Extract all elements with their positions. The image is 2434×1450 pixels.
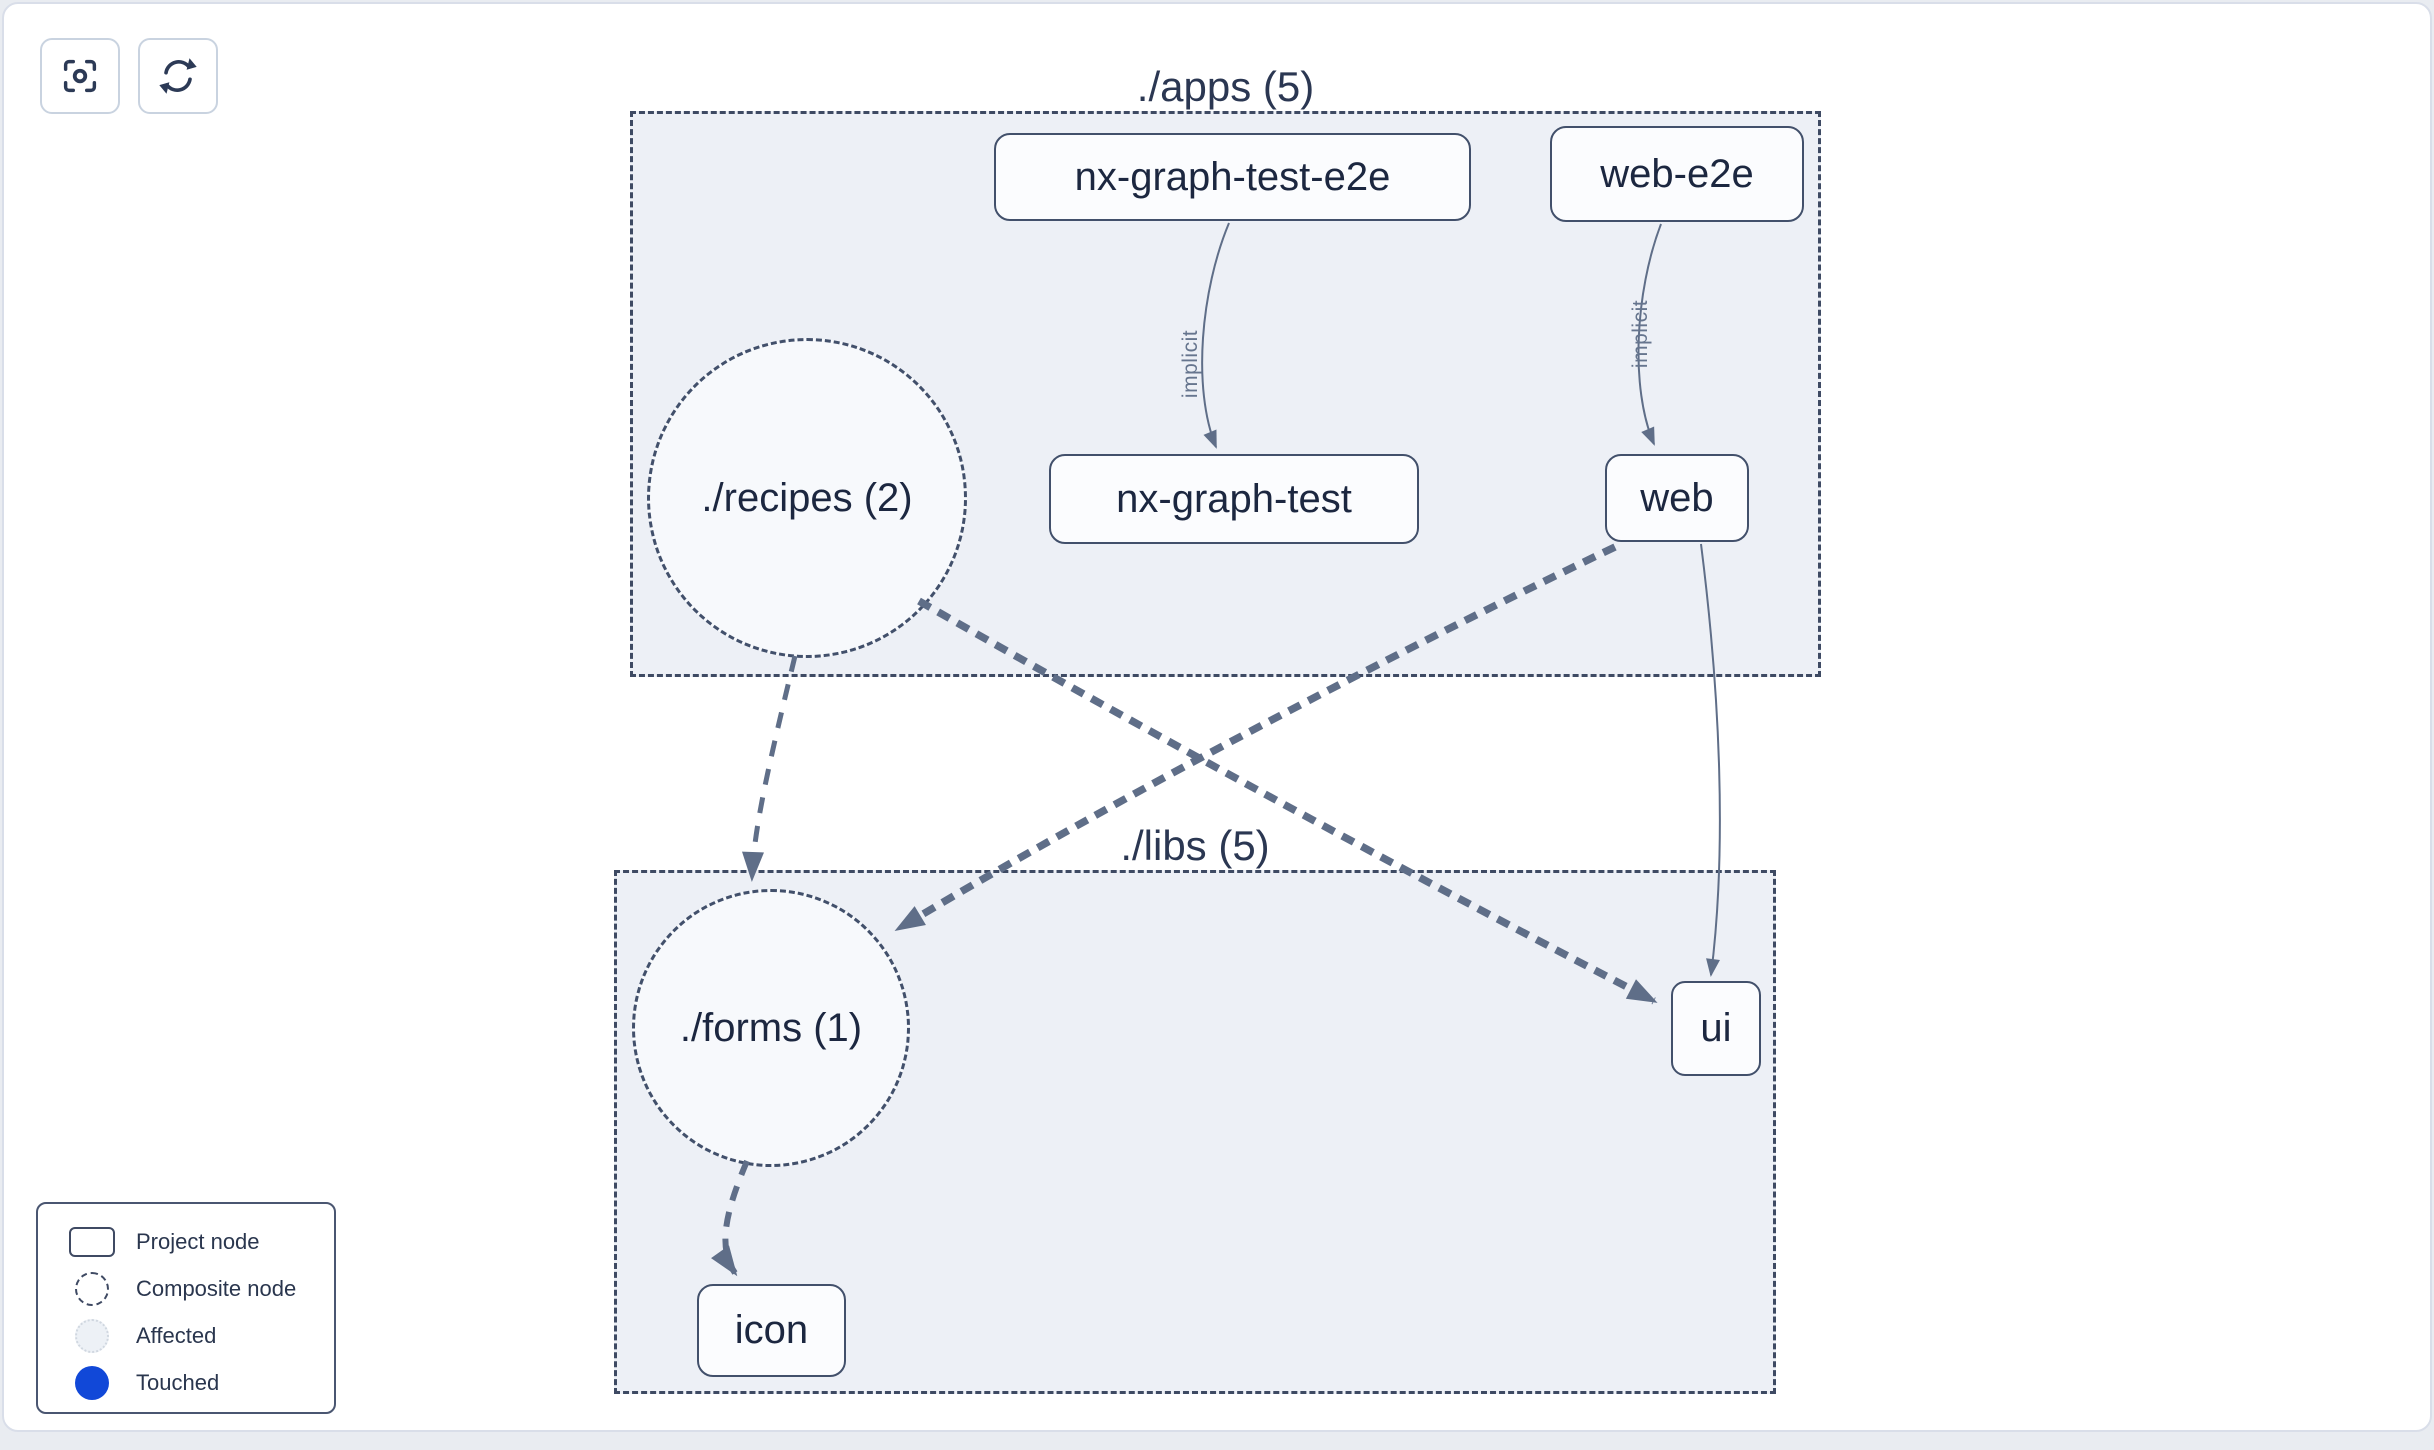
- node-web-e2e[interactable]: web-e2e: [1550, 126, 1804, 222]
- node-recipes[interactable]: ./recipes (2): [647, 338, 967, 658]
- legend-item-touched: Touched: [38, 1359, 334, 1406]
- edge-label-implicit-2: implicit: [1629, 299, 1652, 369]
- legend-item-label: Touched: [136, 1369, 220, 1395]
- legend-item-label: Composite node: [136, 1275, 297, 1301]
- node-ui[interactable]: ui: [1671, 981, 1761, 1076]
- node-nx-graph-test-e2e-label: nx-graph-test-e2e: [1074, 154, 1391, 199]
- edge-recipes-to-forms[interactable]: [742, 655, 798, 882]
- edge-web-to-forms[interactable]: [894, 543, 1617, 933]
- node-icon[interactable]: icon: [697, 1284, 846, 1377]
- node-web[interactable]: web: [1605, 454, 1749, 542]
- legend-item-affected: Affected: [38, 1312, 334, 1359]
- group-libs-label: ./libs (5): [1120, 822, 1270, 869]
- edge-web-e2e-to-web[interactable]: [1637, 223, 1662, 446]
- legend-item-label: Affected: [136, 1322, 217, 1348]
- node-nx-graph-test-e2e[interactable]: nx-graph-test-e2e: [994, 133, 1471, 221]
- legend: Project node Composite node Affected Tou…: [36, 1202, 336, 1414]
- project-node-swatch-icon: [64, 1226, 120, 1257]
- node-nx-graph-test[interactable]: nx-graph-test: [1049, 454, 1419, 544]
- legend-item-project-node: Project node: [38, 1218, 334, 1265]
- affected-swatch-icon: [64, 1318, 120, 1353]
- legend-item-composite-node: Composite node: [38, 1265, 334, 1312]
- node-web-e2e-label: web-e2e: [1600, 151, 1754, 196]
- edge-web-to-ui[interactable]: [1700, 543, 1721, 977]
- node-ui-label: ui: [1700, 1006, 1732, 1050]
- node-forms-label: ./forms (1): [679, 1005, 863, 1050]
- node-forms[interactable]: ./forms (1): [632, 889, 910, 1167]
- dependency-graph-stage[interactable]: ./apps (5) ./libs (5) ./recipes (2) ./fo…: [4, 4, 2430, 1430]
- legend-item-label: Project node: [136, 1228, 260, 1254]
- focus-button[interactable]: [40, 38, 120, 114]
- group-apps-label: ./apps (5): [1136, 63, 1315, 110]
- node-web-label: web: [1640, 475, 1714, 520]
- edge-nx-graph-test-e2e-to-nx-graph-test[interactable]: [1201, 222, 1230, 449]
- touched-swatch-icon: [64, 1365, 120, 1400]
- refresh-button[interactable]: [138, 38, 218, 114]
- refresh-icon: [155, 53, 201, 99]
- edge-label-implicit-1: implicit: [1179, 329, 1202, 399]
- node-recipes-label: ./recipes (2): [701, 475, 913, 520]
- composite-node-swatch-icon: [64, 1271, 120, 1306]
- edge-forms-to-icon[interactable]: [711, 1159, 750, 1277]
- focus-icon: [57, 53, 103, 99]
- edges-layer: [711, 222, 1721, 1277]
- node-icon-label: icon: [734, 1308, 809, 1352]
- node-nx-graph-test-label: nx-graph-test: [1116, 476, 1352, 521]
